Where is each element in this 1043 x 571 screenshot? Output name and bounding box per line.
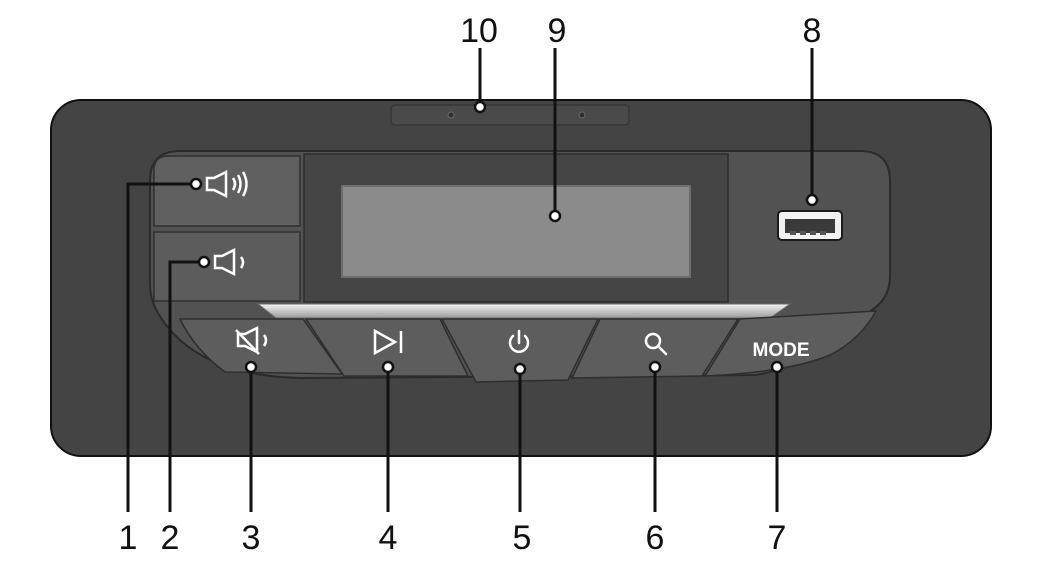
microphone-slot (390, 104, 630, 126)
magnifier-icon (644, 332, 668, 356)
callout-number-1: 1 (119, 519, 138, 557)
callout-line-2 (168, 260, 202, 512)
callout-number-3: 3 (242, 519, 261, 557)
callout-number-9: 9 (548, 12, 567, 50)
mute-button[interactable] (178, 318, 344, 375)
speaker-mute-icon (235, 325, 268, 355)
callout-dot-9 (548, 209, 562, 223)
callout-number-6: 6 (646, 519, 665, 557)
callout-dot-8 (805, 193, 819, 207)
volume-down-button[interactable] (153, 231, 301, 302)
callout-dots (189, 100, 819, 376)
callout-line-1 (126, 182, 193, 512)
usb-port[interactable] (777, 210, 843, 241)
microphone-hole-right (578, 111, 586, 119)
mode-label: MODE (753, 340, 810, 361)
play-pause-icon (373, 328, 403, 356)
speaker-quiet-icon (213, 247, 245, 277)
callout-number-10: 10 (460, 12, 498, 50)
callout-dot-3 (244, 360, 258, 374)
microphone-hole-left (447, 111, 455, 119)
power-icon (508, 329, 530, 353)
callout-dot-10 (473, 100, 487, 114)
callout-number-4: 4 (379, 519, 398, 557)
volume-up-button[interactable] (153, 155, 301, 227)
callout-dot-7 (770, 360, 784, 374)
callout-number-2: 2 (161, 519, 180, 557)
speaker-loud-icon (205, 169, 248, 199)
callout-number-7: 7 (768, 519, 787, 557)
callout-lines (126, 48, 814, 512)
callout-number-5: 5 (513, 519, 532, 557)
mode-button[interactable] (703, 310, 878, 377)
callout-number-8: 8 (803, 12, 822, 50)
callout-dot-5 (513, 362, 527, 376)
callout-dot-4 (381, 360, 395, 374)
light-bar (256, 303, 792, 319)
usb-port-icon (790, 231, 826, 235)
callout-dot-1 (189, 177, 203, 191)
callout-dot-2 (197, 255, 211, 269)
display-screen (341, 185, 691, 278)
callout-dot-6 (648, 360, 662, 374)
